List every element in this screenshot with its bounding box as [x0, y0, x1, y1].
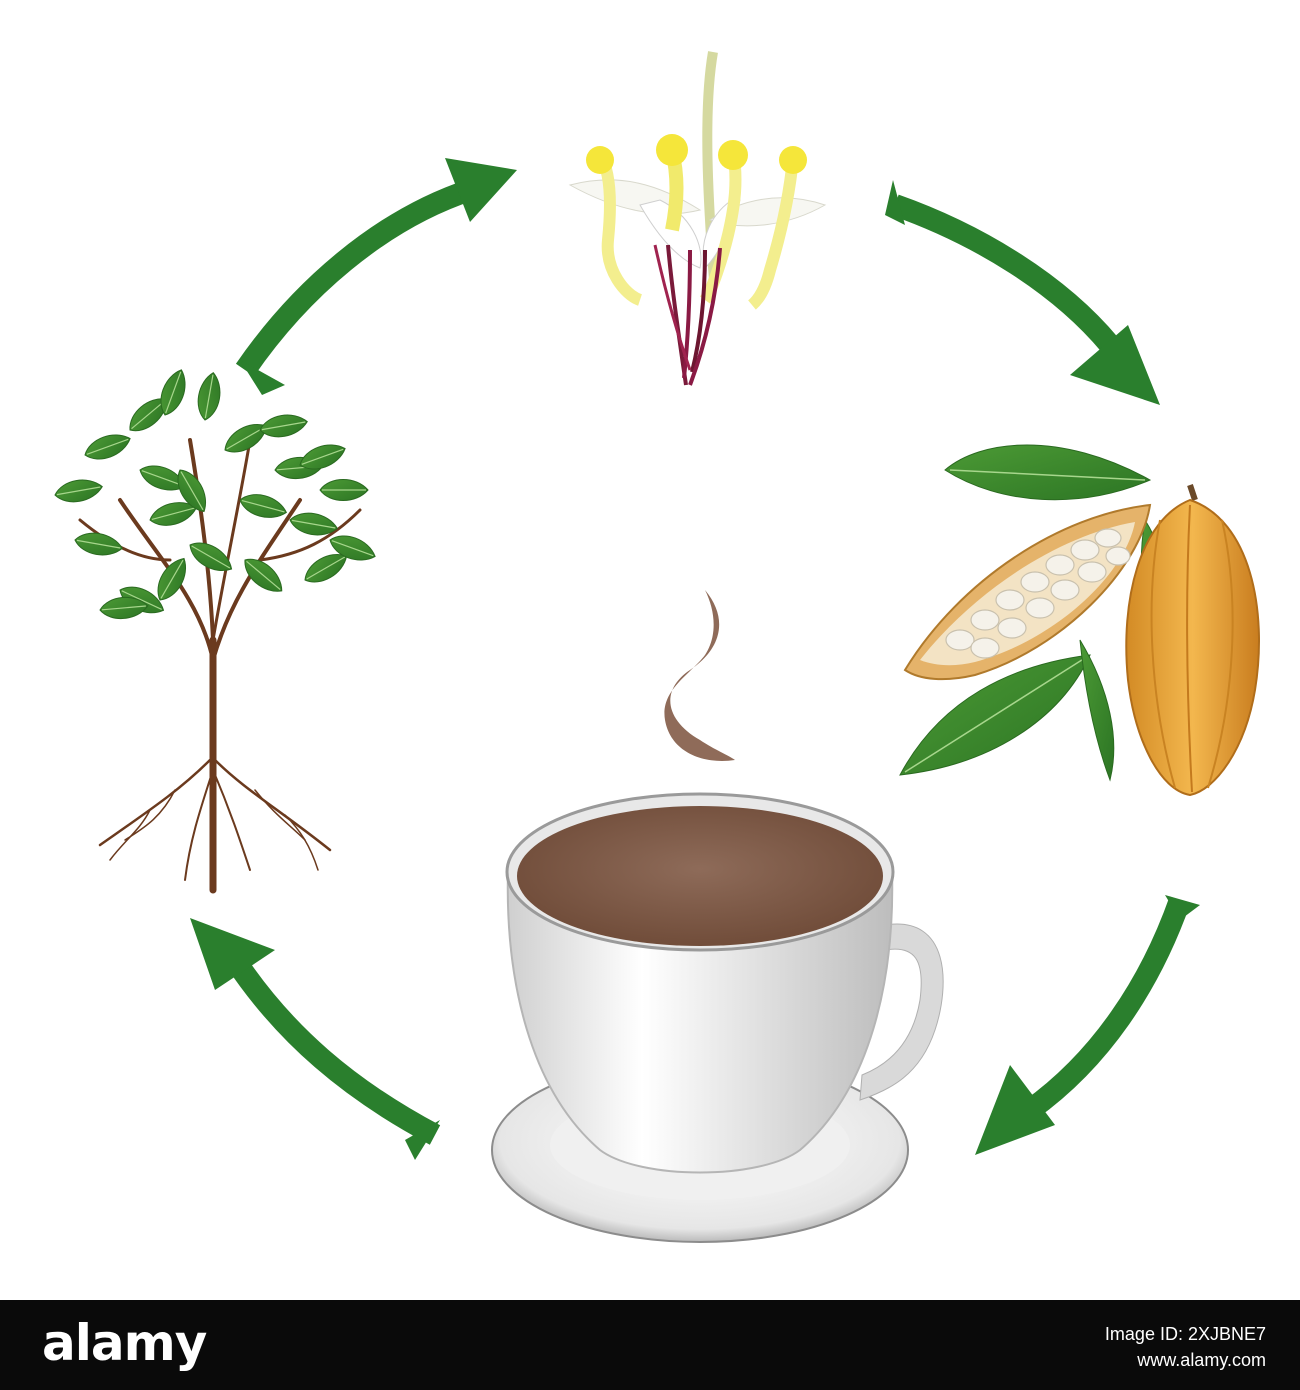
image-id-label: Image ID: 2XJBNE7 — [1104, 1324, 1266, 1344]
hot-chocolate-cup-icon — [491, 792, 944, 1243]
cacao-flower-icon — [568, 51, 827, 386]
arrow-pods-to-drink — [975, 895, 1200, 1155]
footer-bar: alamy Image ID: 2XJBNE7 www.alamy.com — [0, 1300, 1300, 1390]
image-url-label: www.alamy.com — [1137, 1350, 1266, 1370]
cacao-pods-icon — [899, 444, 1260, 797]
arrow-drink-to-tree — [190, 918, 441, 1160]
steam-icon — [664, 590, 735, 761]
arrow-flower-to-pods — [885, 180, 1160, 405]
arrow-tree-to-flower — [235, 158, 517, 395]
alamy-logo: alamy — [42, 1314, 207, 1372]
diagram-svg — [52, 51, 1260, 1243]
cacao-life-cycle-diagram — [52, 51, 1260, 1243]
cacao-tree-icon — [52, 365, 380, 894]
